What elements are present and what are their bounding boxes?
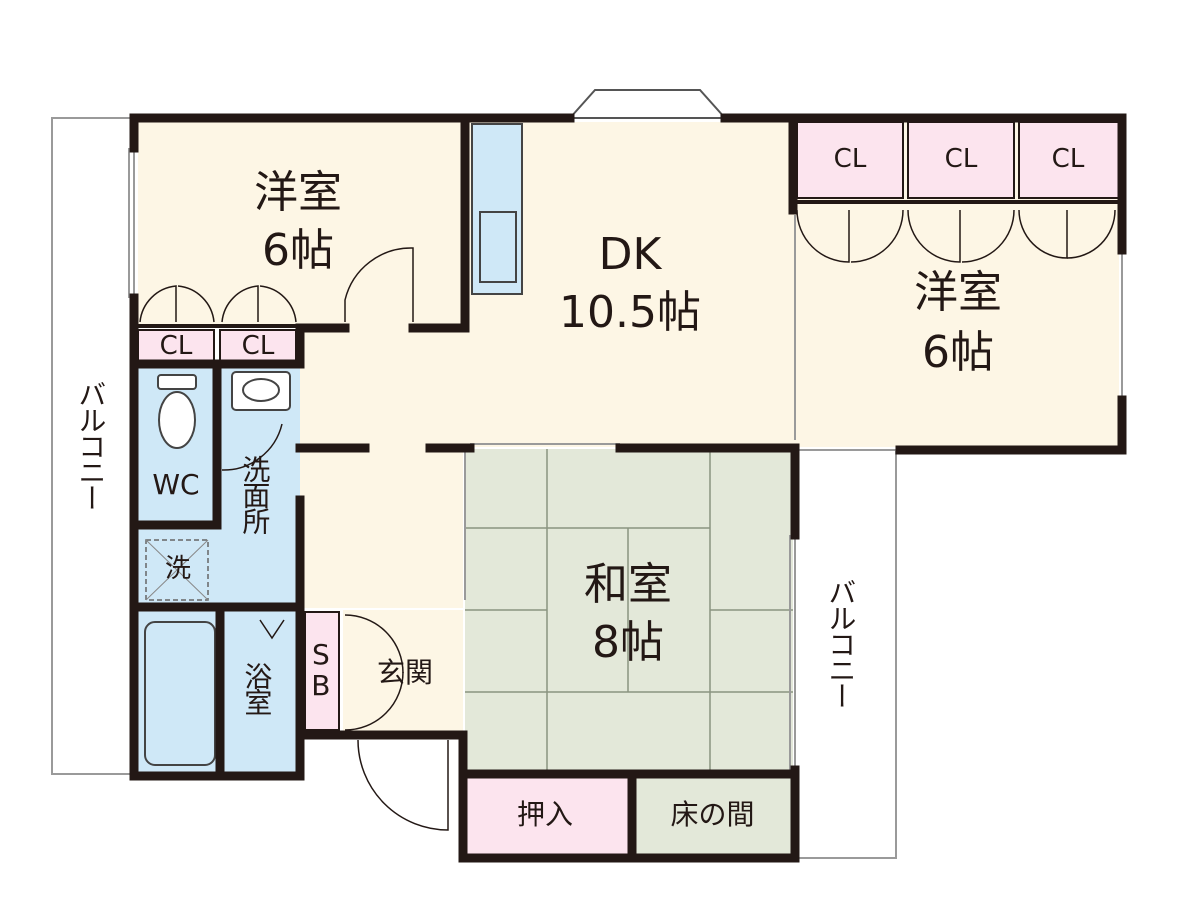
kitchen-sink: [479, 211, 517, 283]
closet-2-label: CL: [944, 144, 978, 174]
washitsu-size: 8帖: [592, 617, 664, 668]
toilet-tank: [157, 374, 197, 390]
oshiire-label: 押入: [516, 798, 573, 831]
closet-4-label: CL: [159, 331, 193, 361]
washer-label: 洗: [164, 554, 191, 584]
washitsu-floor: [465, 449, 793, 774]
wc-label: WC: [152, 468, 200, 501]
tatami-lines: [465, 449, 793, 774]
shoebox: [304, 611, 340, 731]
balcony-left: [51, 117, 135, 775]
western-room-left-size: 6帖: [262, 225, 334, 276]
western-room-right-name: 洋室: [914, 267, 1002, 318]
western-room-left-floor: [138, 122, 463, 328]
door-swings: [139, 209, 1116, 831]
walls: [129, 113, 1127, 863]
western-room-right-size: 6帖: [922, 327, 994, 378]
dk-size: 10.5帖: [559, 287, 701, 338]
bath-label: 浴室: [240, 662, 274, 714]
tokonoma-label: 床の間: [670, 798, 755, 831]
western-room-left-name: 洋室: [254, 167, 342, 218]
tokonoma-floor: [632, 774, 793, 856]
bathtub: [144, 621, 216, 766]
closet-5-label: CL: [241, 331, 275, 361]
washer-pan: [145, 539, 209, 601]
balcony-right: [794, 449, 897, 859]
closet-2: [907, 121, 1015, 199]
balcony-left-label: バルコニー: [74, 380, 108, 510]
hall-floor: [300, 328, 463, 608]
bay-window: [567, 89, 728, 119]
dk-name: DK: [598, 229, 662, 280]
toilet-bowl: [158, 391, 196, 449]
shoebox-label: SB: [304, 638, 338, 700]
entrance-label: 玄関: [376, 656, 433, 689]
balcony-right-label: バルコニー: [824, 578, 858, 708]
closet-3-label: CL: [1051, 144, 1085, 174]
oshiire-floor: [463, 774, 632, 856]
closet-1-label: CL: [833, 144, 867, 174]
washitsu-name: 和室: [584, 559, 672, 610]
washroom-label: 洗面所: [238, 455, 272, 533]
